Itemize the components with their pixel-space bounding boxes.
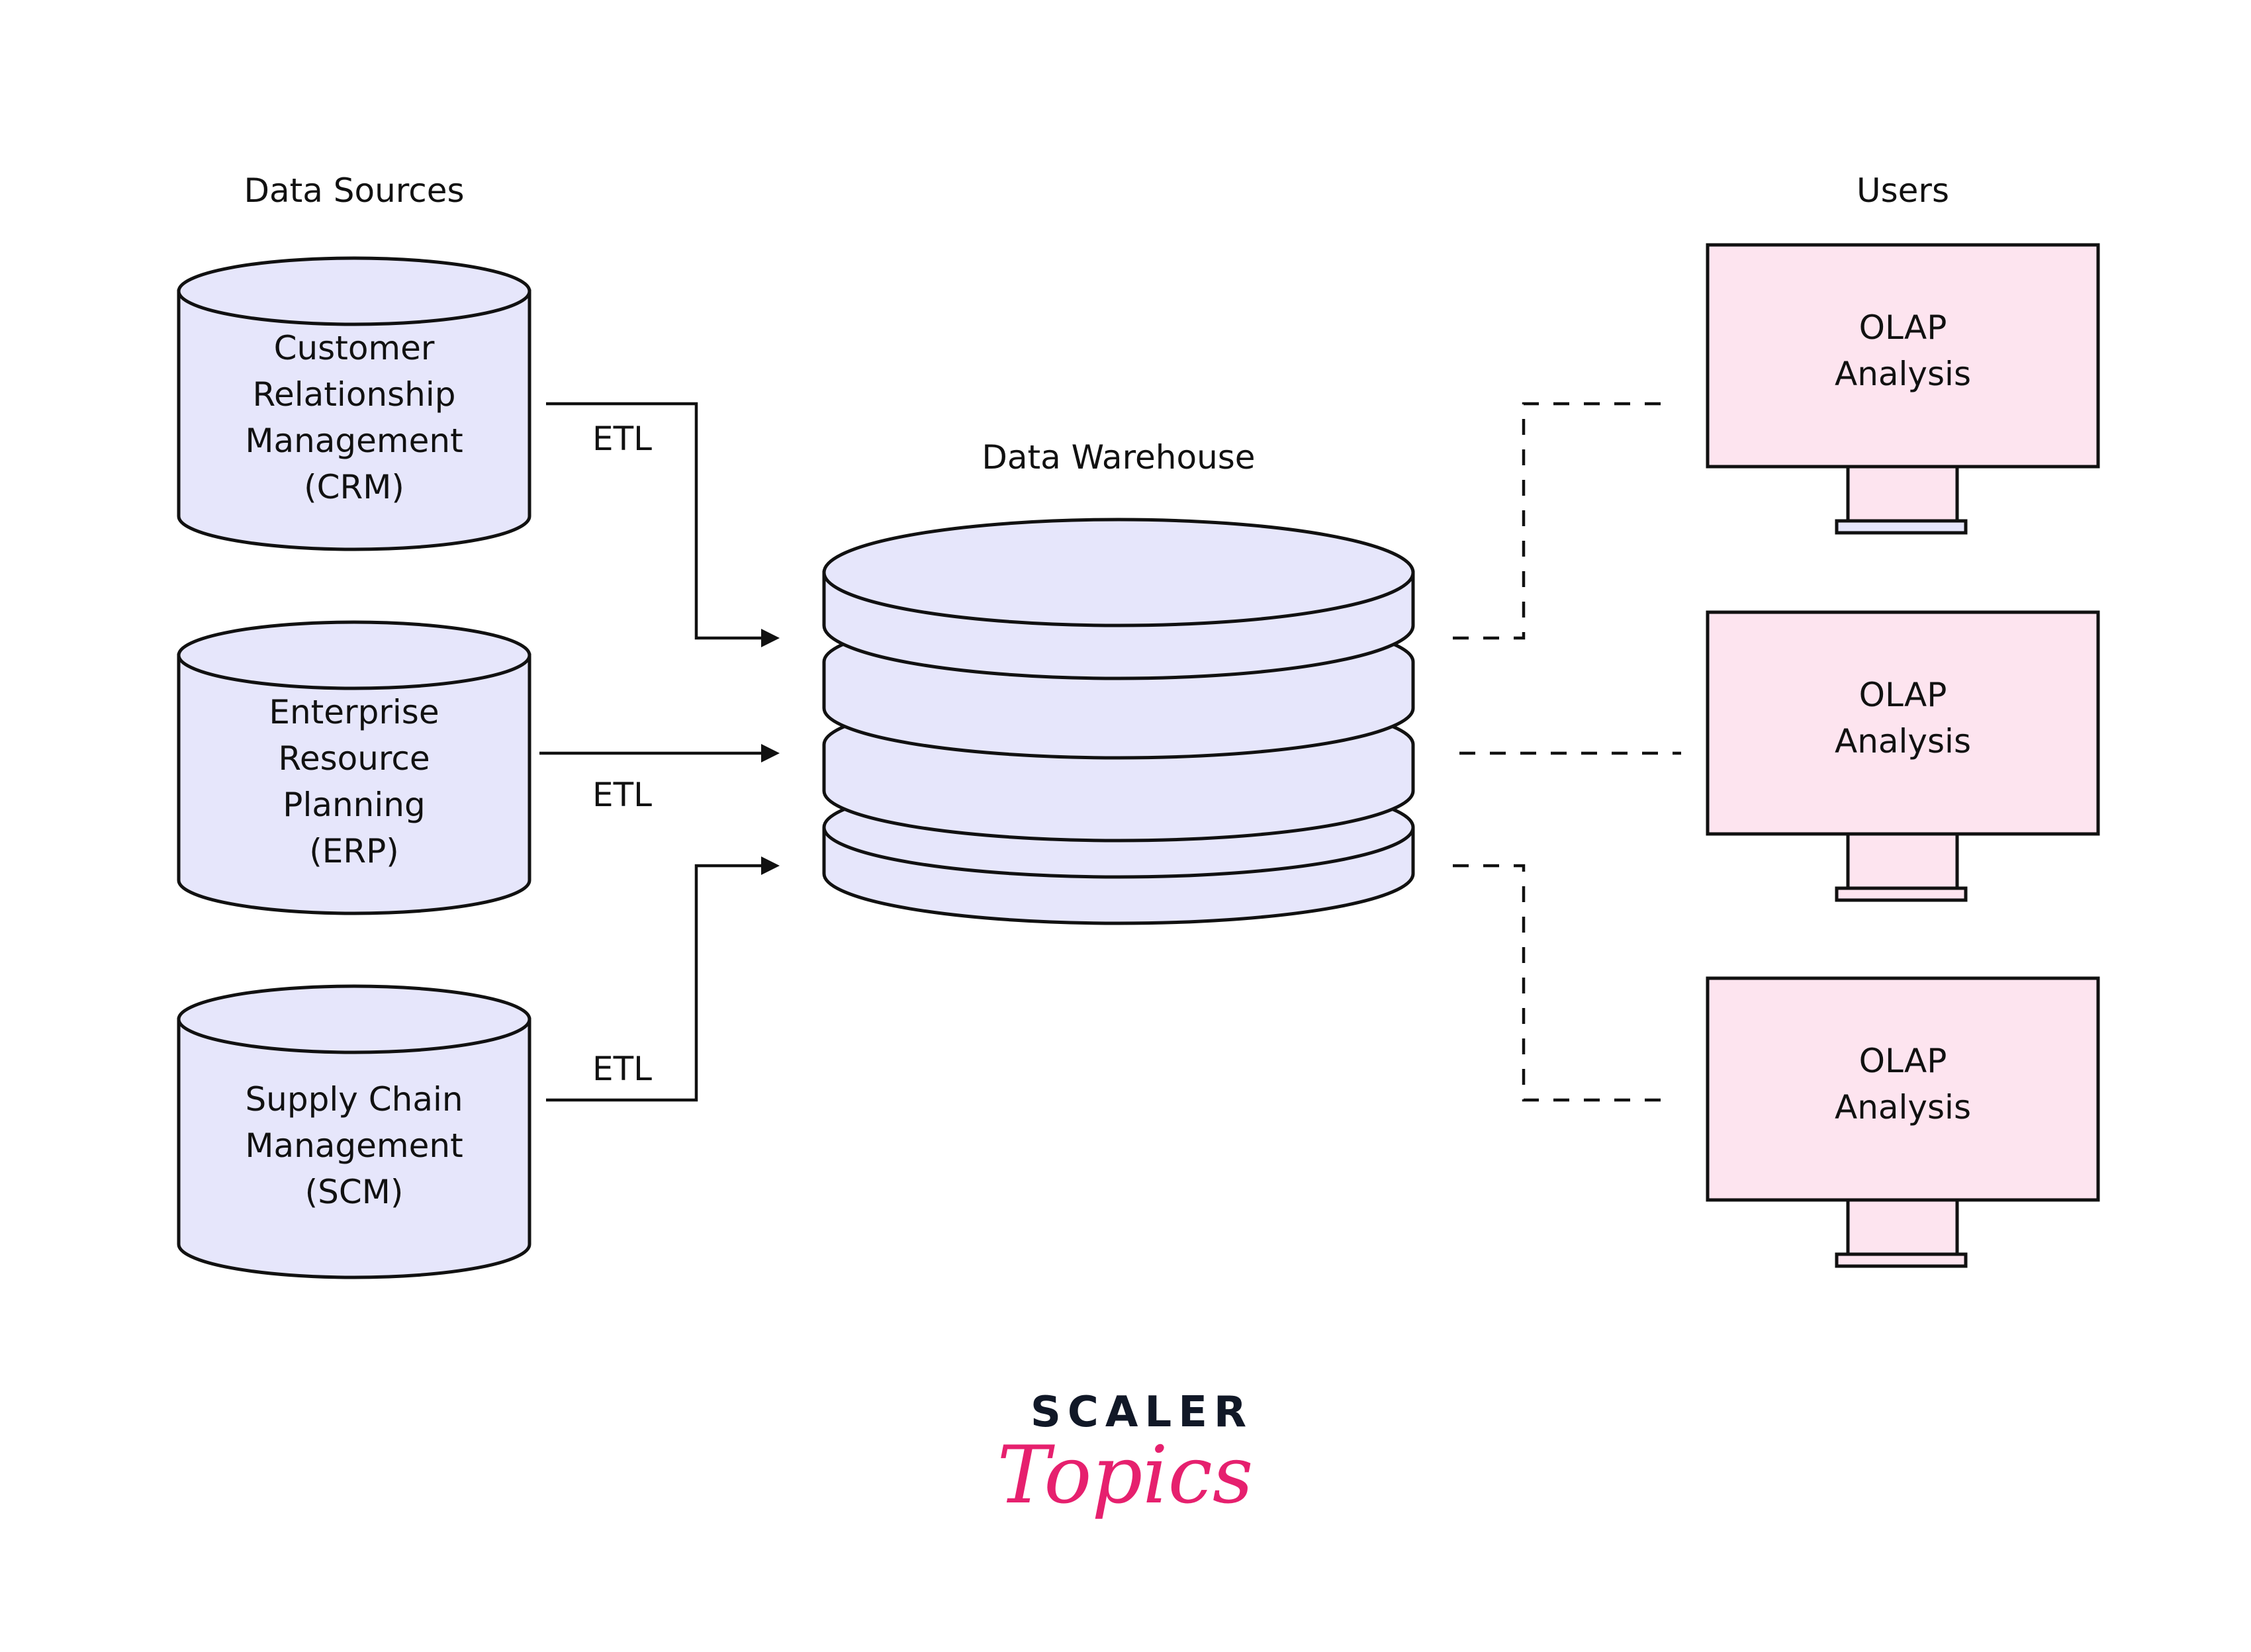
user-monitor-2: OLAP Analysis [1706,610,2100,902]
source-label-line: Planning [283,786,425,824]
arrowhead-icon [761,744,780,762]
etl-label: ETL [592,776,652,814]
etl-connector-erp: ETL [539,744,780,814]
etl-connector-scm: ETL [546,856,780,1102]
monitor-stand [1846,832,1959,890]
source-label-line: (ERP) [309,832,399,870]
etl-label: ETL [592,1050,652,1088]
user-monitor-1: OLAP Analysis [1706,243,2100,535]
data-warehouse-cylinder [822,518,1415,925]
data-warehouse-heading: Data Warehouse [982,438,1255,477]
olap-label-line: Analysis [1835,1088,1971,1126]
user-monitor-3: OLAP Analysis [1706,976,2100,1268]
olap-label-line: OLAP [1859,308,1947,347]
source-label-line: Supply Chain [245,1080,463,1119]
arrowhead-icon [761,629,780,647]
scaler-topics-logo: SCALER Topics [997,1388,1254,1522]
arrowhead-icon [761,856,780,875]
source-label-line: Management [245,1126,463,1165]
monitor-screen [1706,243,2100,469]
source-label-line: Enterprise [269,693,439,731]
source-label-line: (CRM) [304,468,404,506]
source-label-line: Relationship [253,375,456,414]
olap-label-line: Analysis [1835,355,1971,393]
logo-topics-text: Topics [997,1430,1254,1522]
monitor-stand [1846,1198,1959,1256]
dashed-connector-user-3 [1453,864,1675,1102]
olap-label-line: Analysis [1835,722,1971,760]
etl-connector-crm: ETL [546,402,780,647]
source-label-line: Management [245,422,463,460]
olap-label-line: OLAP [1859,676,1947,714]
monitor-screen [1706,610,2100,836]
logo-scaler-text: SCALER [1031,1388,1253,1437]
monitor-base [1835,519,1968,535]
source-label-line: Resource [278,739,430,778]
source-label-line: Customer [274,329,435,367]
etl-label: ETL [592,420,652,458]
users-heading: Users [1857,171,1949,210]
source-label-line: (SCM) [305,1173,404,1211]
monitor-base [1835,1252,1968,1268]
monitor-base [1835,886,1968,902]
data-sources-heading: Data Sources [244,171,464,210]
dashed-connector-user-1 [1453,402,1675,640]
monitor-stand [1846,465,1959,523]
olap-label-line: OLAP [1859,1042,1947,1080]
